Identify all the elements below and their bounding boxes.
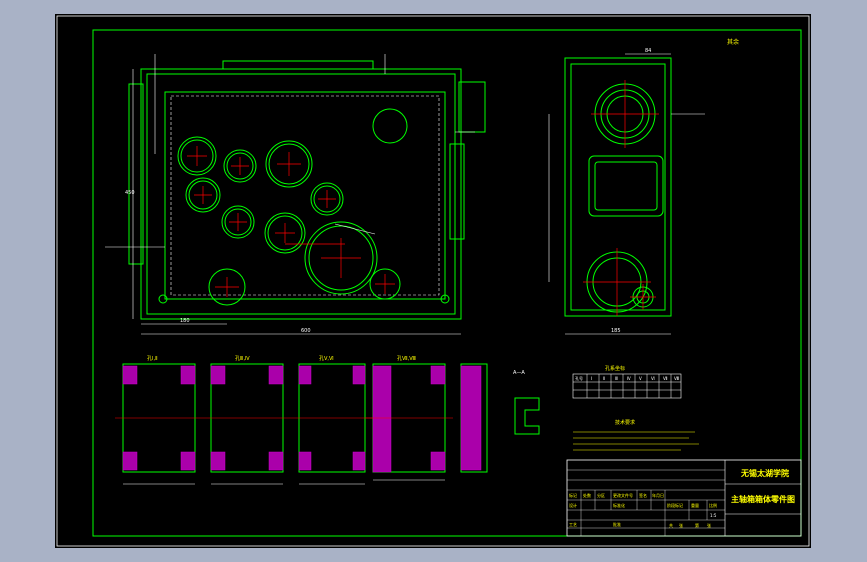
front-view-centerlines (187, 146, 395, 297)
view-a-label: A—A (513, 370, 525, 376)
dim-height-total: 450 (125, 190, 135, 196)
roughness-note: 其余 (727, 38, 739, 46)
tb-drawing-name: 主轴箱箱体零件图 (731, 494, 795, 504)
tb-process-label: 工艺 (569, 522, 577, 527)
side-view-dimensions (548, 53, 705, 335)
title-block: 标记 处数 分区 更改文件号 签名 年月日 阶段标记 重量 比例 1:5 设计 … (566, 459, 802, 537)
tb-weight-label: 重量 (691, 502, 699, 508)
tb-sheet-label-2: 第 (695, 522, 699, 528)
section-label-1: 孔Ⅰ,Ⅱ (147, 355, 158, 362)
hole-table-header-2: Ⅱ (603, 376, 605, 381)
outer-frame (56, 15, 810, 547)
section-label-3: 孔Ⅴ,Ⅵ (319, 355, 334, 362)
hole-table-header-6: Ⅵ (651, 376, 655, 381)
tb-scale-label: 比例 (709, 502, 717, 508)
tb-row-label-4: 签名 (639, 492, 647, 498)
tb-scale-value: 1:5 (710, 513, 717, 518)
tb-standard-label: 标准化 (613, 502, 625, 508)
side-view (564, 57, 672, 317)
side-view-centerlines (583, 80, 659, 316)
tb-row-label-1: 处数 (583, 492, 591, 498)
tb-approve-label: 批准 (613, 521, 621, 527)
cad-drawing: 其余 (56, 15, 810, 547)
hole-table-header-1: Ⅰ (591, 376, 592, 381)
tb-school: 无锡太湖学院 (740, 468, 789, 478)
inner-border (92, 29, 802, 537)
front-view (128, 60, 486, 320)
hole-table-title: 孔系坐标 (605, 365, 625, 372)
hole-table-header-7: Ⅶ (663, 376, 668, 381)
front-view-dimensions (105, 54, 475, 335)
tb-row-label-3: 更改文件号 (613, 492, 633, 498)
hole-table: 孔系坐标 孔号 Ⅰ Ⅱ Ⅲ Ⅳ Ⅴ Ⅵ Ⅶ Ⅷ (572, 365, 682, 399)
tb-row-label-5: 年月日 (652, 492, 664, 498)
section-label-4: 孔Ⅶ,Ⅷ (397, 355, 416, 362)
hole-table-header-0: 孔号 (575, 375, 583, 381)
drawing-sheet: 其余 (55, 14, 811, 548)
tb-row-label-0: 标记 (569, 492, 577, 498)
tb-design-label: 设计 (569, 502, 577, 508)
dim-side-top: 84 (645, 48, 651, 54)
dim-side-width: 185 (611, 328, 621, 334)
technical-notes: 技术要求 (573, 419, 699, 451)
tb-stage-label: 阶段标记 (667, 502, 683, 508)
hole-table-header-8: Ⅷ (674, 376, 679, 381)
hole-table-header-5: Ⅴ (639, 376, 642, 381)
dim-width-left: 180 (180, 318, 190, 324)
tb-sheet-label-0: 共 (669, 522, 673, 528)
section-views: 孔Ⅰ,Ⅱ 孔Ⅲ,Ⅳ 孔Ⅴ,Ⅵ 孔Ⅶ,Ⅷ A—A (115, 355, 540, 485)
dim-width-total: 600 (301, 328, 311, 334)
section-label-2: 孔Ⅲ,Ⅳ (235, 355, 250, 362)
hole-table-header-3: Ⅲ (615, 376, 618, 381)
tb-row-label-2: 分区 (597, 492, 605, 498)
hole-table-header-4: Ⅳ (627, 376, 631, 381)
tb-sheet-label-3: 张 (707, 522, 711, 528)
tb-sheet-label-1: 张 (679, 522, 683, 528)
notes-heading: 技术要求 (615, 419, 635, 426)
